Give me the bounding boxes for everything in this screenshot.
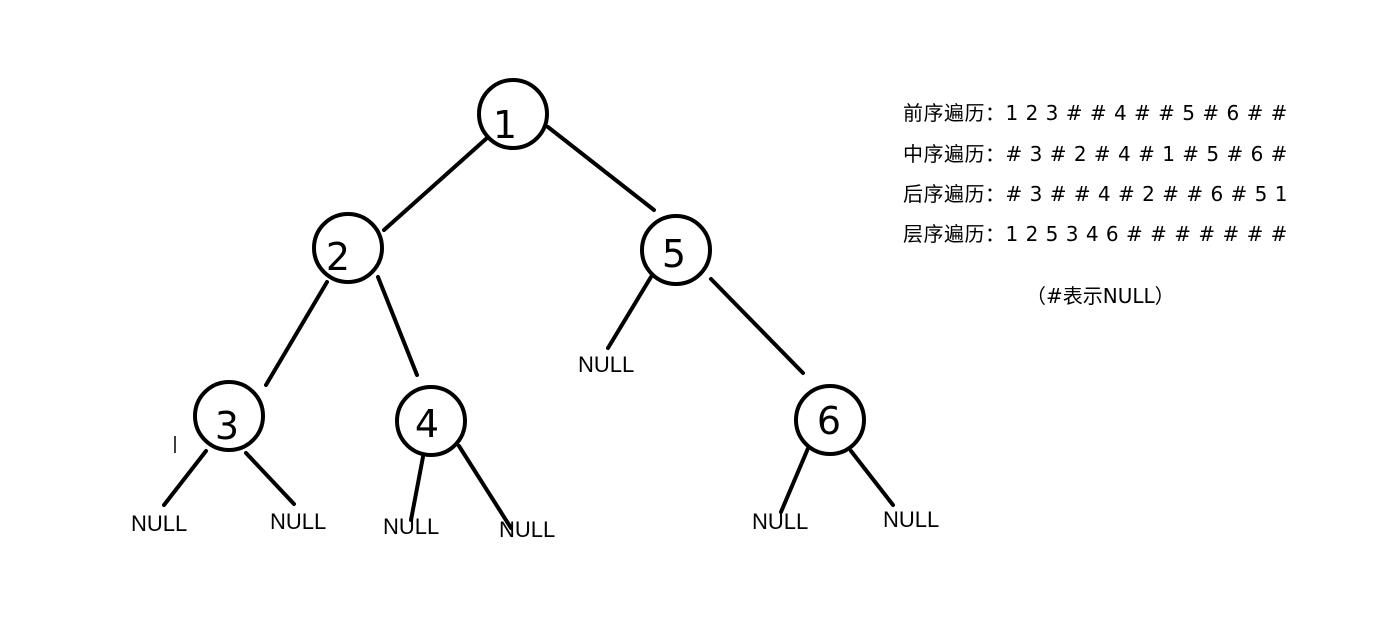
node-label: 1 (493, 103, 517, 147)
tree-node-1: 1 (477, 78, 549, 150)
traversal-sequence: # 3 # # 4 # 2 # # 6 # 5 1 (1005, 182, 1288, 206)
null-label-5-left: NULL (578, 352, 634, 377)
null-note: （#表示NULL） (1026, 284, 1175, 308)
node-label: 2 (326, 235, 350, 279)
null-label-3-right: NULL (270, 509, 326, 534)
traversal-postorder: 后序遍历：# 3 # # 4 # 2 # # 6 # 5 1 (903, 178, 1288, 207)
node-label: 3 (215, 404, 239, 448)
tree-node-5: 5 (640, 214, 712, 286)
edge-5-6 (709, 277, 805, 375)
edge-3-null-left (162, 449, 208, 507)
traversal-levelorder: 层序遍历：1 2 5 3 4 6 # # # # # # # (903, 218, 1288, 247)
traversal-sequence: 1 2 5 3 4 6 # # # # # # # (1005, 222, 1288, 246)
tree-node-2: 2 (312, 212, 384, 284)
edge-1-2 (382, 136, 489, 232)
traversal-sequence: # 3 # 2 # 4 # 1 # 5 # 6 # (1005, 142, 1288, 166)
edge-2-3 (264, 280, 329, 387)
null-label-6-right: NULL (883, 507, 939, 532)
null-label-6-left: NULL (752, 509, 808, 534)
traversal-label: 后序遍历： (903, 182, 1006, 206)
edge-6-null-left (779, 444, 811, 514)
traversal-label: 前序遍历： (903, 101, 1006, 125)
tree-node-4: 4 (395, 385, 467, 457)
tree-node-6: 6 (794, 384, 866, 456)
edge-2-4 (376, 275, 419, 377)
node-label: 6 (817, 399, 841, 443)
traversal-preorder: 前序遍历：1 2 3 # # 4 # # 5 # 6 # # (903, 97, 1288, 126)
edge-6-null-right (849, 449, 895, 507)
edge-1-5 (546, 125, 656, 212)
null-label-4-right: NULL (499, 517, 555, 542)
traversal-label: 层序遍历： (903, 222, 1006, 246)
edge-3-null-right (244, 451, 296, 506)
node-label: 5 (662, 232, 686, 276)
edge-4-null-right (457, 444, 513, 530)
edge-5-null (606, 270, 656, 350)
traversal-sequence: 1 2 3 # # 4 # # 5 # 6 # # (1005, 101, 1288, 125)
node-label: 4 (415, 402, 439, 446)
traversal-inorder: 中序遍历：# 3 # 2 # 4 # 1 # 5 # 6 # (903, 138, 1288, 167)
null-label-3-left: NULL (131, 511, 187, 536)
traversal-label: 中序遍历： (903, 142, 1006, 166)
tree-node-3: 3 (193, 380, 265, 452)
null-label-4-left: NULL (383, 514, 439, 539)
